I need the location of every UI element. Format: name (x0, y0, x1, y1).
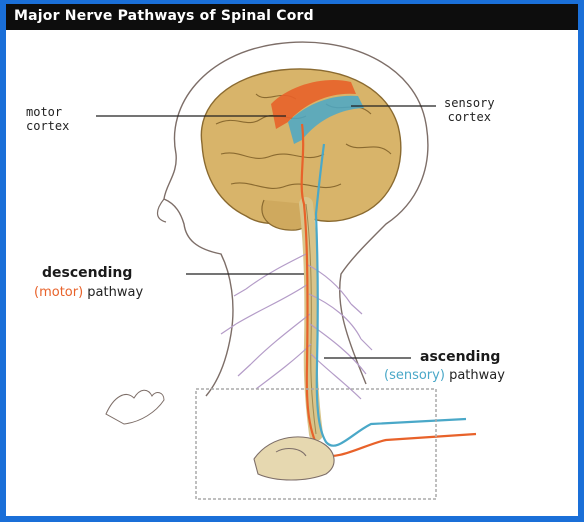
motor-cortex-label-line1: motor (26, 105, 69, 119)
ascending-qualifier: (sensory) (384, 368, 445, 383)
motor-cortex-label-line2: cortex (26, 119, 69, 133)
face-contour (158, 199, 167, 222)
descending-subtitle: (motor) pathway (34, 285, 143, 301)
descending-qualifier: (motor) (34, 285, 83, 300)
nervous-system-illustration (6, 4, 578, 516)
cord-cross-section (254, 437, 334, 480)
hand-sketch (106, 390, 164, 424)
descending-pathway-word: pathway (87, 285, 143, 300)
ascending-pathway-word: pathway (449, 368, 505, 383)
sensory-cortex-label-line2: cortex (444, 110, 495, 124)
motor-cortex-label: motor cortex (26, 105, 69, 133)
peripheral-nerves (221, 254, 372, 399)
ascending-label: ascending (420, 349, 500, 366)
sensory-cortex-label: sensory cortex (444, 96, 495, 124)
descending-label: descending (42, 265, 132, 282)
diagram-panel: Major Nerve Pathways of Spinal Cord (6, 4, 578, 516)
sensory-cortex-label-line1: sensory (444, 96, 495, 110)
ascending-subtitle: (sensory) pathway (384, 368, 505, 384)
